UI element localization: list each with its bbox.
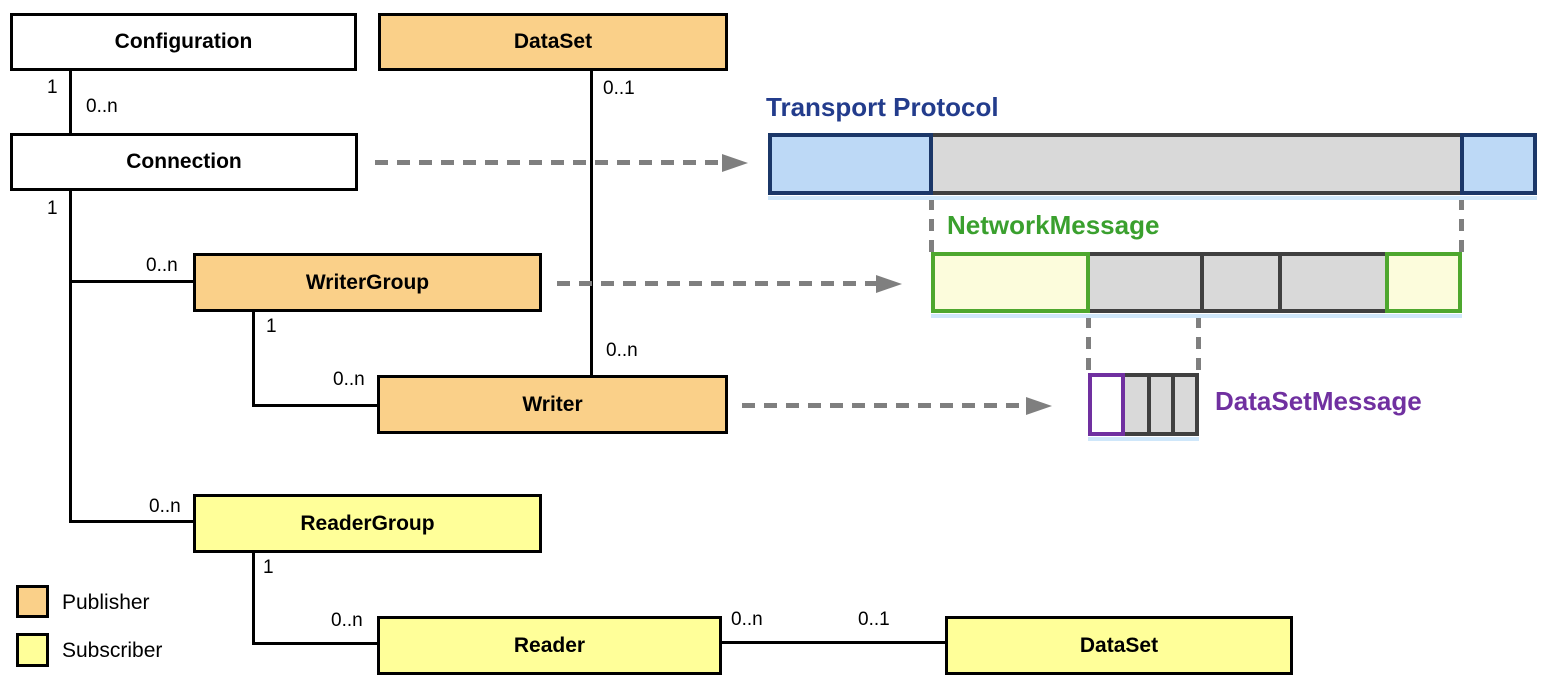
legend-publisher-label: Publisher: [62, 591, 150, 614]
box-configuration-label: Configuration: [114, 30, 253, 53]
box-dataset-bottom-label: DataSet: [1079, 633, 1159, 657]
transport-payload-segment: [928, 133, 1465, 195]
arrow-connection-transport: [375, 160, 725, 165]
dash-transport-network-right: [1459, 198, 1464, 252]
network-message-bar: [931, 252, 1462, 313]
box-readergroup-label: ReaderGroup: [300, 511, 435, 535]
box-dataset-bottom: DataSet: [945, 616, 1293, 675]
box-writergroup: WriterGroup: [193, 253, 542, 312]
arrow-writer-datasetmessage: [742, 403, 1028, 408]
line-readergroup-down: [252, 553, 255, 645]
dash-network-datasetmsg-left: [1086, 316, 1091, 372]
line-reader-dataset: [722, 641, 945, 644]
box-connection-label: Connection: [126, 150, 242, 173]
transport-bar-shadow: [768, 196, 1537, 200]
transport-protocol-bar: [768, 133, 1537, 195]
network-header-segment: [931, 252, 1090, 313]
line-branch-writergroup: [69, 280, 193, 283]
box-readergroup: ReaderGroup: [193, 494, 542, 553]
mult-writer-dataset-0n: 0..n: [606, 340, 638, 361]
mult-dataset-01: 0..1: [603, 78, 635, 99]
network-payload-segment-3: [1278, 252, 1389, 313]
datasetmsg-header-segment: [1088, 373, 1125, 436]
network-message-label: NetworkMessage: [947, 210, 1160, 240]
box-writer: Writer: [377, 375, 728, 434]
box-writergroup-label: WriterGroup: [305, 270, 430, 294]
line-writergroup-writer: [252, 404, 377, 407]
line-configuration-connection: [69, 71, 72, 133]
line-writergroup-down: [252, 312, 255, 407]
mult-readergroup-1: 1: [263, 557, 274, 578]
transport-trailer-segment: [1460, 133, 1537, 195]
mult-writer-0n: 0..n: [333, 369, 365, 390]
network-trailer-segment: [1385, 252, 1462, 313]
network-bar-shadow: [931, 314, 1462, 318]
mult-reader-0n: 0..n: [331, 610, 363, 631]
dash-network-datasetmsg-right: [1196, 316, 1201, 372]
box-writer-label: Writer: [522, 392, 583, 416]
legend-publisher-swatch: [16, 585, 49, 618]
line-dataset-writer: [590, 71, 593, 375]
arrowhead-icon: [876, 275, 902, 293]
network-payload-segment-1: [1086, 252, 1204, 313]
transport-header-segment: [768, 133, 933, 195]
box-dataset-top: DataSet: [378, 13, 728, 71]
datasetmsg-field-segment-3: [1171, 373, 1199, 436]
arrowhead-icon: [1026, 397, 1052, 415]
dataset-message-bar: [1088, 373, 1199, 436]
mult-connection-1: 1: [47, 198, 58, 219]
box-configuration: Configuration: [10, 13, 357, 71]
dataset-message-label: DataSetMessage: [1215, 386, 1422, 416]
mult-dataset-bottom-01: 0..1: [858, 609, 890, 630]
datasetmsg-bar-shadow: [1088, 437, 1199, 441]
mult-connection-0n: 0..n: [86, 96, 118, 117]
box-connection: Connection: [10, 133, 358, 191]
legend-subscriber-label: Subscriber: [62, 639, 163, 662]
transport-protocol-label: Transport Protocol: [766, 92, 999, 122]
arrowhead-icon: [722, 154, 748, 172]
arrow-writergroup-networkmessage: [557, 281, 879, 286]
mult-writergroup-1: 1: [266, 316, 277, 337]
mult-writergroup-0n: 0..n: [146, 255, 178, 276]
legend-subscriber-swatch: [16, 633, 49, 667]
box-dataset-top-label: DataSet: [513, 30, 593, 53]
mult-configuration-1: 1: [47, 77, 58, 98]
box-reader-label: Reader: [513, 633, 586, 657]
dash-transport-network-left: [929, 198, 934, 252]
network-payload-segment-2: [1200, 252, 1282, 313]
mult-readergroup-0n: 0..n: [149, 496, 181, 517]
line-connection-trunk: [69, 191, 72, 523]
line-branch-readergroup: [69, 520, 193, 523]
line-readergroup-reader: [252, 642, 377, 645]
box-reader: Reader: [377, 616, 722, 675]
mult-reader-right-0n: 0..n: [731, 609, 763, 630]
